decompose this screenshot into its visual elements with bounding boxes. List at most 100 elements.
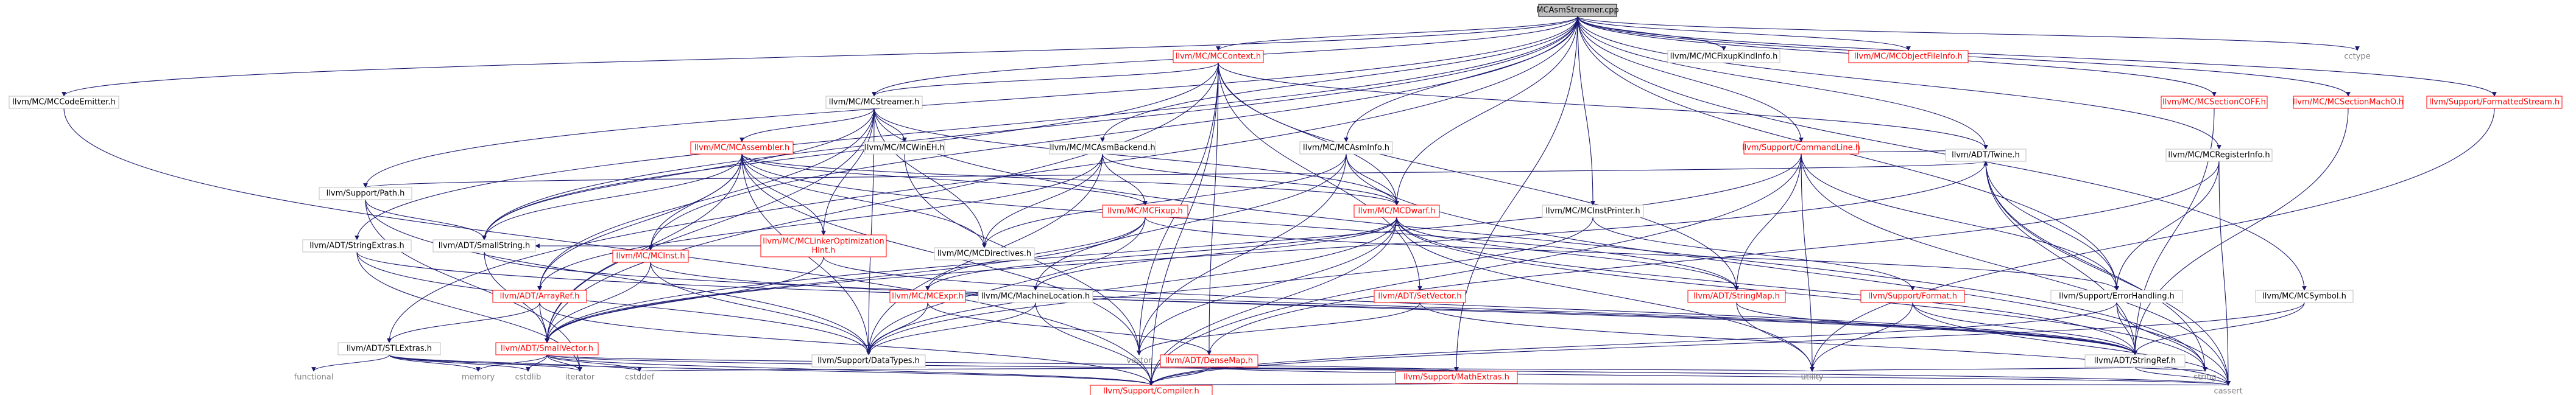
include-edge-commandline-to-cassert [1801, 153, 2231, 386]
node-label-mcexpr: llvm/MC/MCExpr.h [892, 292, 964, 301]
node-mcassembler[interactable]: llvm/MC/MCAssembler.h [690, 141, 794, 155]
include-edge-mathextras-to-cassert [1456, 380, 2229, 386]
node-codeemitter[interactable]: llvm/MC/MCCodeEmitter.h [9, 96, 119, 109]
include-edge-root-to-mcsymbol [1577, 16, 2307, 291]
node-smallvector[interactable]: llvm/ADT/SmallVector.h [495, 342, 599, 355]
node-commandline[interactable]: llvm/Support/CommandLine.h [1742, 141, 1860, 155]
node-string: string [2193, 373, 2216, 382]
include-edge-arrayref-to-smallvector [539, 302, 549, 343]
node-label-smallvector: llvm/ADT/SmallVector.h [501, 344, 593, 354]
node-box-mccontext [1173, 50, 1264, 63]
node-label-path: llvm/Support/Path.h [326, 189, 405, 198]
include-edge-mcassembler-to-mcdwarf [741, 153, 1399, 206]
node-arrayref[interactable]: llvm/ADT/ArrayRef.h [492, 290, 587, 303]
node-mcfixup[interactable]: llvm/MC/MCFixup.h [1102, 204, 1188, 218]
node-mcwineh[interactable]: llvm/MC/MCWinEH.h [864, 141, 945, 155]
node-label-mccontext: llvm/MC/MCContext.h [1176, 52, 1261, 61]
node-compiler[interactable]: llvm/Support/Compiler.h [1090, 385, 1213, 395]
include-edge-twine-to-errorhandling [1985, 161, 2119, 291]
node-formattedstream[interactable]: llvm/Support/FormattedStream.h [2426, 96, 2563, 109]
node-smallstring[interactable]: llvm/ADT/SmallString.h [432, 239, 536, 253]
node-root[interactable]: MCAsmStreamer.cpp [1536, 4, 1619, 17]
node-box-stringmap [1687, 290, 1786, 303]
node-mcregisterinfo[interactable]: llvm/MC/MCRegisterInfo.h [2165, 149, 2273, 162]
include-edge-mcassembler-to-arrayref [537, 153, 743, 291]
node-mcexpr[interactable]: llvm/MC/MCExpr.h [889, 290, 966, 303]
include-edge-mcdwarf-to-string [1396, 217, 2207, 372]
node-mcdirectives[interactable]: llvm/MC/MCDirectives.h [934, 247, 1035, 260]
node-label-functional: functional [294, 373, 334, 382]
node-mcmachineloc[interactable]: llvm/MC/MachineLocation.h [978, 290, 1093, 303]
node-mcinst[interactable]: llvm/MC/MCInst.h [612, 250, 689, 263]
node-stlextras[interactable]: llvm/ADT/STLExtras.h [337, 342, 441, 355]
node-label-stringmap: llvm/ADT/StringMap.h [1693, 292, 1780, 301]
node-label-stlextras: llvm/ADT/STLExtras.h [347, 344, 432, 354]
node-label-stringref: llvm/ADT/StringRef.h [2094, 357, 2176, 366]
node-mcinstprinter[interactable]: llvm/MC/MCInstPrinter.h [1542, 204, 1644, 218]
include-edge-mccontext-to-mcdwarf [1218, 62, 1399, 206]
node-label-cstddef: cstddef [625, 373, 655, 382]
node-mcsymbol[interactable]: llvm/MC/MCSymbol.h [2255, 290, 2354, 303]
node-mcsectioncoff[interactable]: llvm/MC/MCSectionCOFF.h [2161, 96, 2268, 109]
node-box-mcmachineloc [978, 290, 1093, 303]
node-path[interactable]: llvm/Support/Path.h [319, 187, 412, 200]
node-box-mcfixupkindinfo [1667, 50, 1780, 63]
node-stringmap[interactable]: llvm/ADT/StringMap.h [1687, 290, 1786, 303]
node-box-datatypes [811, 354, 926, 368]
node-label-cstdlib: cstdlib [515, 373, 542, 382]
include-edge-path-to-datatypes [365, 199, 871, 355]
node-label-mcasmbackend: llvm/MC/MCAsmBackend.h [1050, 144, 1155, 153]
node-twine[interactable]: llvm/ADT/Twine.h [1945, 149, 2027, 162]
node-setvector[interactable]: llvm/ADT/SetVector.h [1374, 290, 1466, 303]
include-edge-mccontext-to-densemap [1207, 62, 1219, 355]
node-mcasmbackend[interactable]: llvm/MC/MCAsmBackend.h [1049, 141, 1156, 155]
node-densemap[interactable]: llvm/ADT/DenseMap.h [1160, 354, 1258, 368]
node-label-vector: vector [1126, 357, 1152, 366]
node-mathextras[interactable]: llvm/Support/MathExtras.h [1395, 371, 1518, 384]
node-box-mcinstprinter [1542, 204, 1644, 218]
node-mcstreamer[interactable]: llvm/MC/MCStreamer.h [825, 96, 923, 109]
node-label-iterator: iterator [565, 373, 595, 382]
node-mcasminfo[interactable]: llvm/MC/MCAsmInfo.h [1299, 141, 1393, 155]
include-edge-mcinstprinter-to-datatypes [866, 217, 1593, 355]
node-mcdwarf[interactable]: llvm/MC/MCDwarf.h [1353, 204, 1440, 218]
node-cstdlib: cstdlib [515, 373, 542, 382]
include-edge-root-to-mcobjectfileinfo [1577, 16, 1911, 51]
node-mcobjectfileinfo[interactable]: llvm/MC/MCObjectFileInfo.h [1848, 50, 1969, 63]
include-edge-arrayref-to-compiler [539, 302, 1154, 386]
node-format[interactable]: llvm/Support/Format.h [1860, 290, 1965, 303]
node-mcsectionmacho[interactable]: llvm/MC/MCSectionMachO.h [2293, 96, 2404, 109]
include-edge-mcsymbol-to-stringref [2133, 302, 2305, 355]
include-edge-stringmap-to-stringref [1736, 302, 2137, 355]
include-edge-mcasminfo-to-vector [1137, 153, 1347, 355]
node-label-mcsectioncoff: llvm/MC/MCSectionCOFF.h [2162, 98, 2266, 107]
node-label-mcobjectfileinfo: llvm/MC/MCObjectFileInfo.h [1854, 52, 1963, 61]
node-utility: utility [1801, 373, 1824, 382]
include-edge-arrayref-to-stlextras [387, 302, 540, 343]
node-stringextras[interactable]: llvm/ADT/StringExtras.h [302, 239, 412, 253]
node-box-setvector [1374, 290, 1466, 303]
node-box-errorhandling [2050, 290, 2183, 303]
node-box-mcsymbol [2255, 290, 2354, 303]
include-edge-root-to-path [363, 16, 1578, 188]
node-box-codeemitter [9, 96, 119, 109]
node-mccontext[interactable]: llvm/MC/MCContext.h [1173, 50, 1264, 63]
node-box-mcsectioncoff [2161, 96, 2268, 109]
node-label-string: string [2193, 373, 2216, 382]
include-edge-mcregisterinfo-to-errorhandling [2114, 161, 2220, 291]
node-datatypes[interactable]: llvm/Support/DataTypes.h [811, 354, 926, 368]
include-edge-mcasminfo-to-mcdirectives [982, 153, 1347, 248]
node-label-mcmachineloc: llvm/MC/MachineLocation.h [981, 292, 1090, 301]
node-stringref[interactable]: llvm/ADT/StringRef.h [2084, 354, 2186, 368]
node-errorhandling[interactable]: llvm/Support/ErrorHandling.h [2050, 290, 2183, 303]
node-label-setvector: llvm/ADT/SetVector.h [1378, 292, 1461, 301]
node-box-mcassembler [690, 141, 794, 155]
node-label-mcwineh: llvm/MC/MCWinEH.h [864, 144, 944, 153]
include-edge-mcinstprinter-to-format [1592, 217, 1915, 291]
node-mcfixupkindinfo[interactable]: llvm/MC/MCFixupKindInfo.h [1667, 50, 1780, 63]
edges-layer [62, 16, 2497, 386]
include-edge-mcassembler-to-mcdirectives [741, 153, 987, 248]
node-box-twine [1945, 149, 2027, 162]
node-label-mcsectionmacho: llvm/MC/MCSectionMachO.h [2293, 98, 2404, 107]
